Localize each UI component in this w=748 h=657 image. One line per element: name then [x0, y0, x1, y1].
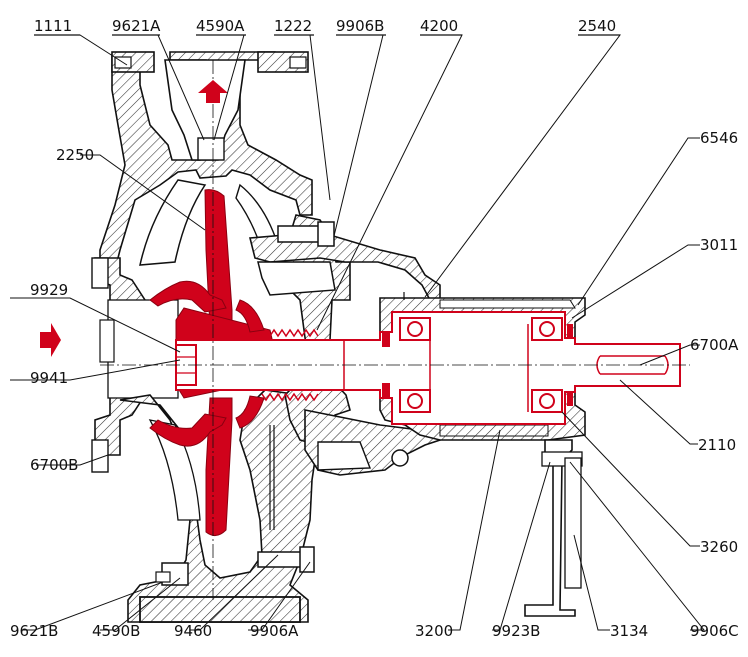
callout-6700A: 6700A	[690, 336, 739, 354]
callout-1222: 1222	[274, 17, 312, 35]
callout-4590A: 4590A	[196, 17, 245, 35]
callout-3134: 3134	[610, 622, 648, 640]
callout-9941: 9941	[30, 369, 68, 387]
callout-2250: 2250	[56, 146, 94, 164]
callout-9621B: 9621B	[10, 622, 58, 640]
callout-9929: 9929	[30, 281, 68, 299]
callout-2540: 2540	[578, 17, 616, 35]
callout-3260: 3260	[700, 538, 738, 556]
callout-9906C: 9906C	[690, 622, 739, 640]
callout-9621A: 9621A	[112, 17, 161, 35]
callout-3200: 3200	[415, 622, 453, 640]
callout-9460: 9460	[174, 622, 212, 640]
callout-6546: 6546	[700, 129, 738, 147]
callout-3011: 3011	[700, 236, 738, 254]
callout-2110: 2110	[698, 436, 736, 454]
inlet-flow-arrow	[40, 323, 61, 357]
callout-9923B: 9923B	[492, 622, 540, 640]
shaft-assembly	[100, 60, 690, 600]
callout-9906A: 9906A	[250, 622, 299, 640]
callout-9906B: 9906B	[336, 17, 384, 35]
outlet-flow-arrow	[198, 80, 228, 103]
callout-1111: 1111	[34, 17, 72, 35]
flow-arrows	[40, 80, 228, 357]
callout-6700B: 6700B	[30, 456, 78, 474]
callout-4590B: 4590B	[92, 622, 140, 640]
callout-4200: 4200	[420, 17, 458, 35]
callout-labels: 1111 9621A 4590A 1222 9906B 4200 2540 65…	[10, 17, 739, 640]
